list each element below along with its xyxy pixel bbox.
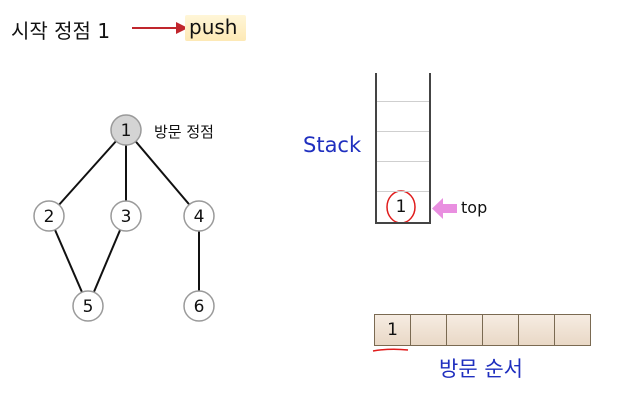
stack-slot-divider bbox=[377, 191, 429, 192]
graph-node-5: 5 bbox=[72, 290, 104, 322]
visit-order-underline bbox=[372, 348, 409, 352]
graph-node-2: 2 bbox=[33, 200, 65, 232]
stack-label: Stack bbox=[303, 133, 362, 157]
visit-order-cell bbox=[410, 314, 447, 346]
graph-node-6: 6 bbox=[183, 290, 215, 322]
stack-container bbox=[375, 73, 431, 224]
graph-edge-1-4 bbox=[125, 129, 200, 217]
graph-node-label: 2 bbox=[44, 207, 55, 227]
stack-slot-divider bbox=[377, 131, 429, 132]
right-arrow-icon bbox=[132, 22, 188, 34]
visit-order-row: 1 bbox=[374, 314, 591, 346]
graph-node-1: 1 bbox=[110, 114, 142, 146]
visit-order-cell bbox=[554, 314, 591, 346]
visit-order-cell bbox=[518, 314, 555, 346]
top-pointer-label: top bbox=[461, 198, 488, 217]
top-pointer-arrow-icon bbox=[432, 198, 457, 219]
push-highlight bbox=[185, 15, 246, 41]
start-vertex-label: 시작 정점 1 bbox=[11, 19, 111, 43]
stack-slot-divider bbox=[377, 161, 429, 162]
visit-order-cell: 1 bbox=[374, 314, 411, 346]
stack-item: 1 bbox=[395, 197, 407, 217]
graph-node-label: 6 bbox=[194, 297, 205, 317]
graph-edge-3-5 bbox=[87, 215, 127, 307]
graph-node-label: 5 bbox=[83, 297, 94, 317]
visit-order-cell bbox=[482, 314, 519, 346]
graph-node-label: 1 bbox=[121, 121, 132, 141]
graph-node-label: 3 bbox=[121, 207, 132, 227]
graph-node-3: 3 bbox=[110, 200, 142, 232]
graph-edge-1-2 bbox=[48, 129, 127, 217]
visit-order-title: 방문 순서 bbox=[439, 357, 523, 381]
visited-vertex-label: 방문 정점 bbox=[154, 123, 214, 141]
graph-node-label: 4 bbox=[194, 207, 205, 227]
push-action-label: push bbox=[189, 15, 238, 39]
stack-slot-divider bbox=[377, 101, 429, 102]
visit-order-cell bbox=[446, 314, 483, 346]
graph-edge-2-5 bbox=[48, 215, 89, 307]
graph-node-4: 4 bbox=[183, 200, 215, 232]
